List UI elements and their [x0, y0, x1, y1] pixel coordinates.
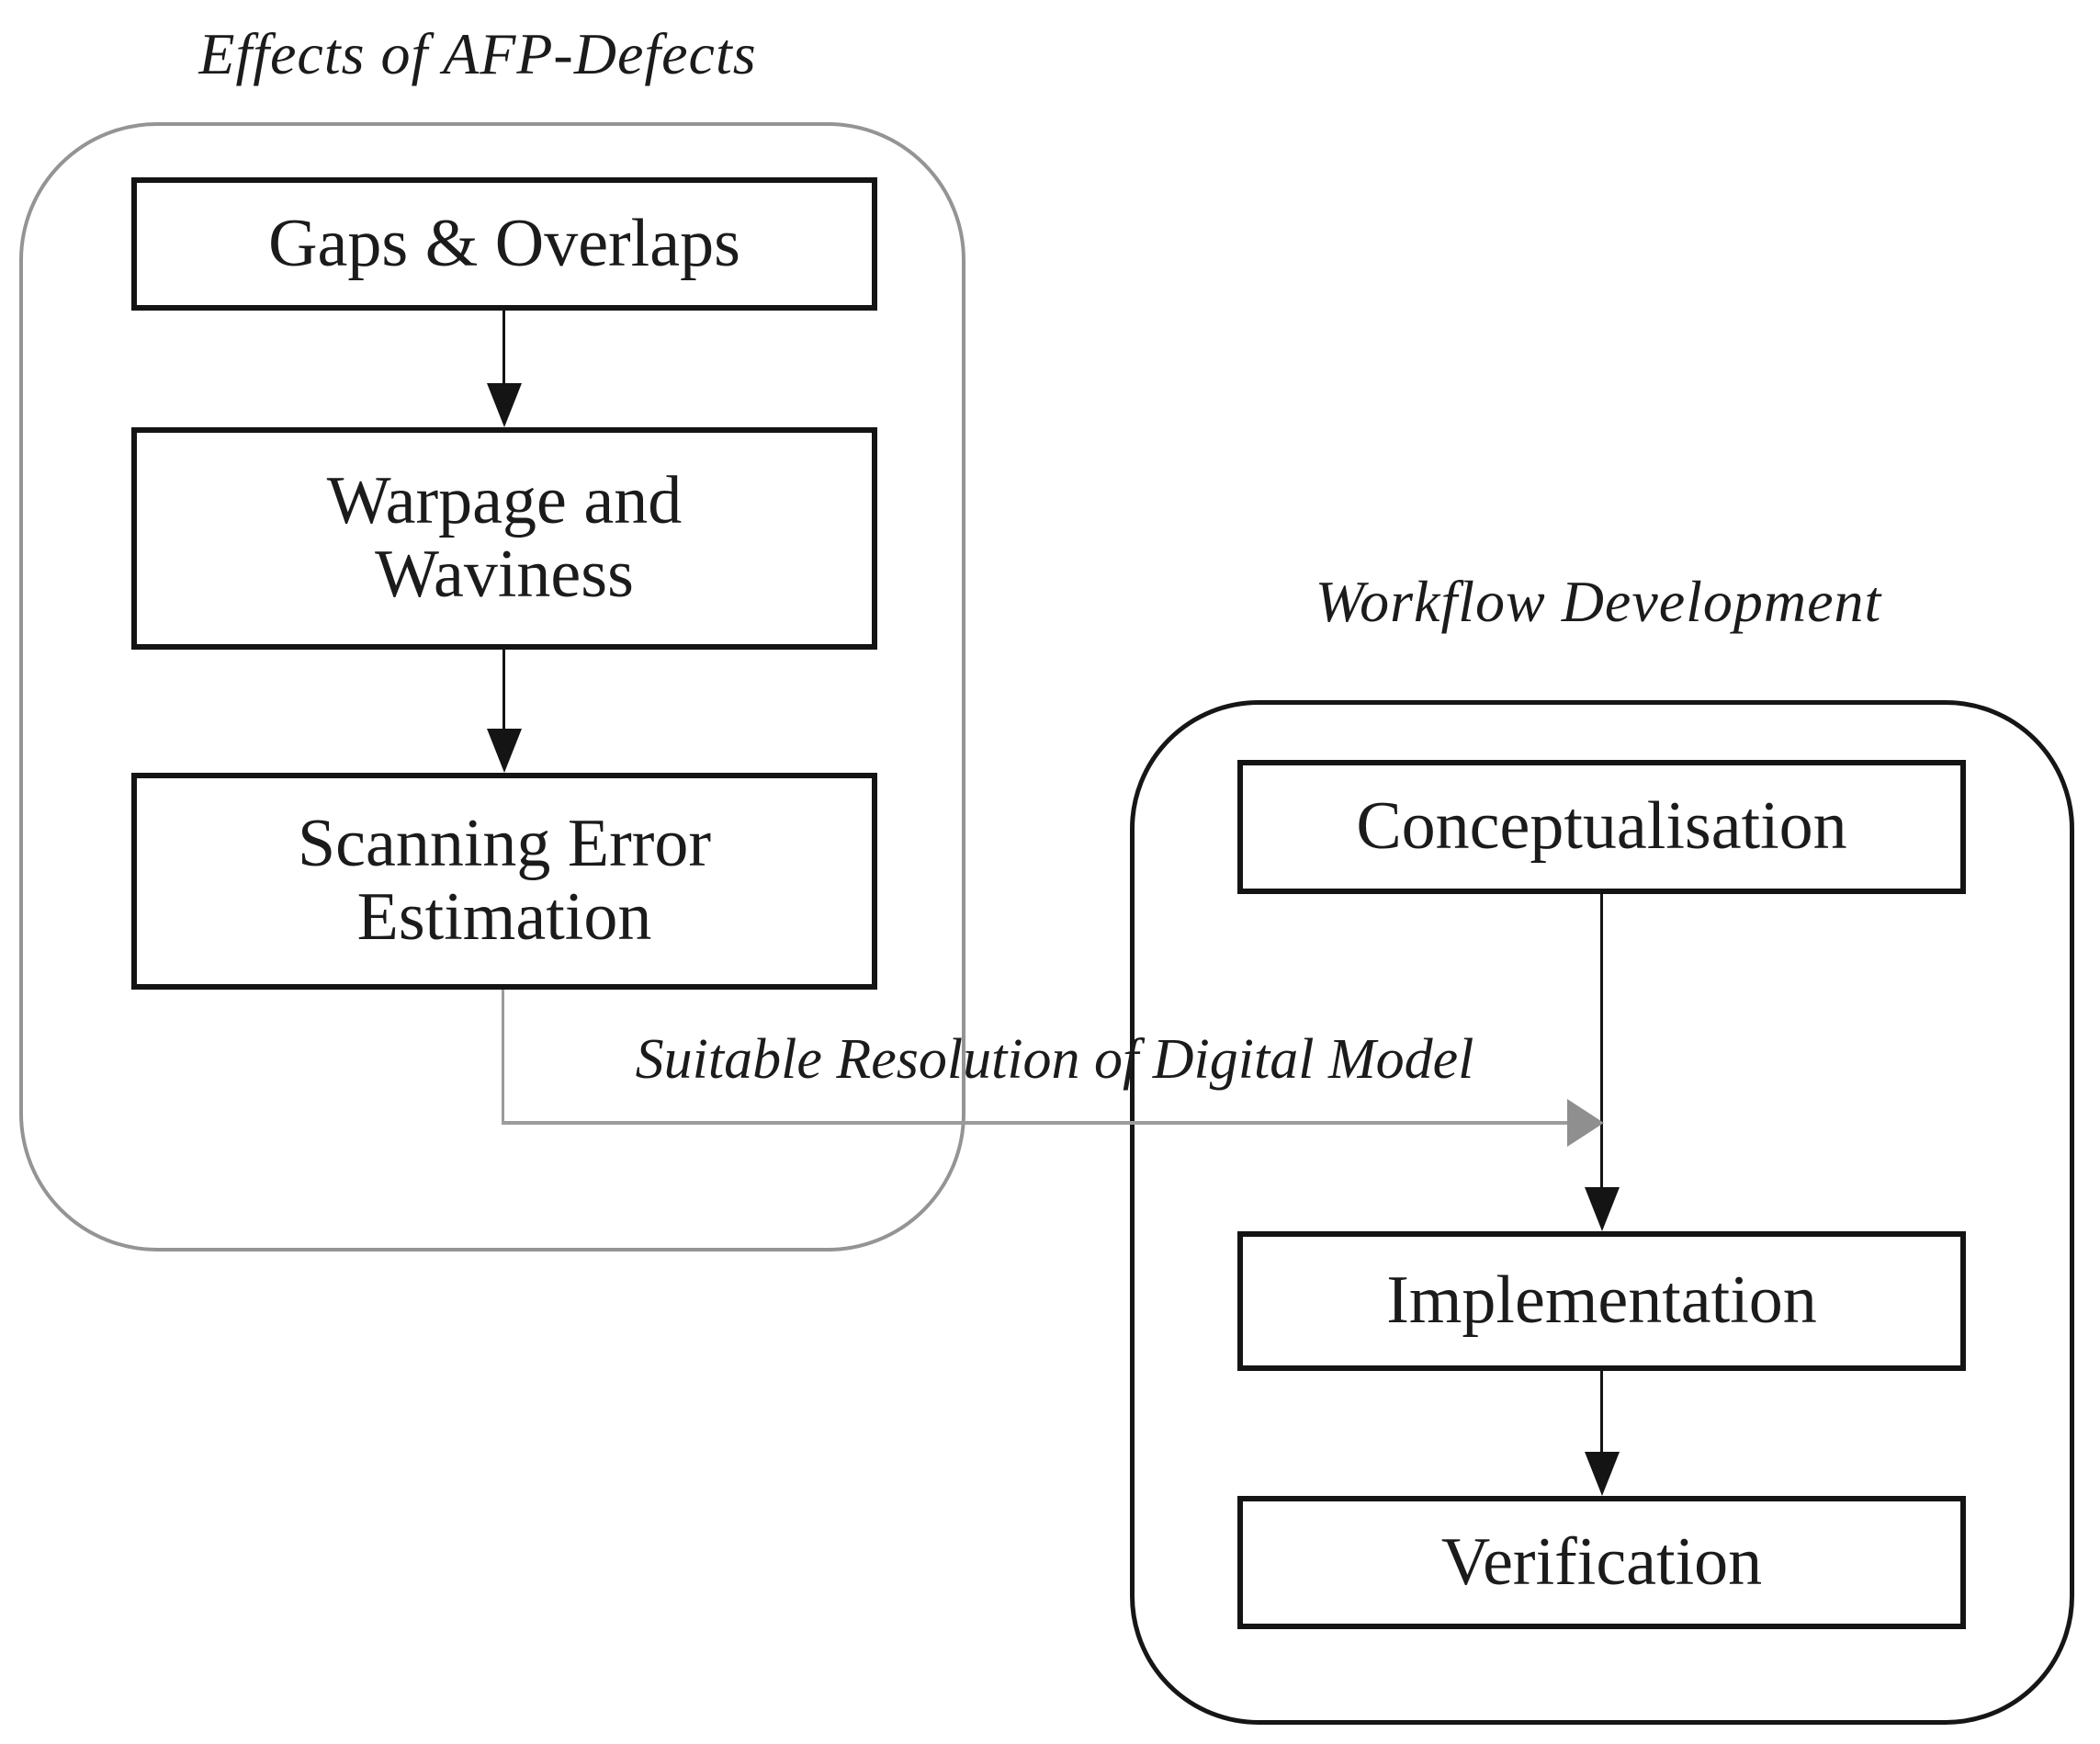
afp-defects-container	[19, 122, 965, 1251]
box-label: Verification	[1440, 1523, 1763, 1600]
arrow-implementation-to-verification-head-icon	[1585, 1452, 1620, 1496]
resolution-connector-horizontal-line	[502, 1121, 1567, 1125]
arrow-gaps-to-warpage-line	[502, 311, 505, 386]
resolution-connector-arrowhead-icon	[1567, 1099, 1604, 1147]
box-warpage-waviness: Warpage and Waviness	[131, 427, 877, 650]
box-verification: Verification	[1237, 1496, 1966, 1629]
box-label: Warpage and	[326, 463, 683, 539]
connector-label: Suitable Resolution of Digital Model	[635, 1028, 1474, 1091]
arrow-gaps-to-warpage-head-icon	[487, 383, 522, 427]
arrow-implementation-to-verification-line	[1600, 1371, 1603, 1454]
arrow-conceptualisation-to-implementation-line	[1600, 894, 1603, 1188]
box-label: Estimation	[356, 879, 652, 955]
arrow-warpage-to-scanning-line	[502, 650, 505, 730]
box-label: Waviness	[375, 537, 634, 612]
workflow-development-container	[1130, 700, 2074, 1725]
left-group-title: Effects of AFP-Defects	[198, 21, 757, 86]
box-label: Scanning Error	[297, 806, 712, 882]
box-conceptualisation: Conceptualisation	[1237, 760, 1966, 894]
box-label: Implementation	[1386, 1263, 1817, 1339]
box-scanning-error-estimation: Scanning Error Estimation	[131, 773, 877, 990]
resolution-connector-vertical-line	[502, 990, 504, 1124]
arrow-warpage-to-scanning-head-icon	[487, 729, 522, 773]
box-label: Conceptualisation	[1356, 788, 1847, 865]
box-gaps-overlaps: Gaps & Overlaps	[131, 177, 877, 311]
right-group-title: Workflow Development	[1315, 569, 1882, 634]
box-implementation: Implementation	[1237, 1231, 1966, 1371]
box-label: Gaps & Overlaps	[268, 205, 740, 281]
arrow-conceptualisation-to-implementation-head-icon	[1585, 1187, 1620, 1231]
